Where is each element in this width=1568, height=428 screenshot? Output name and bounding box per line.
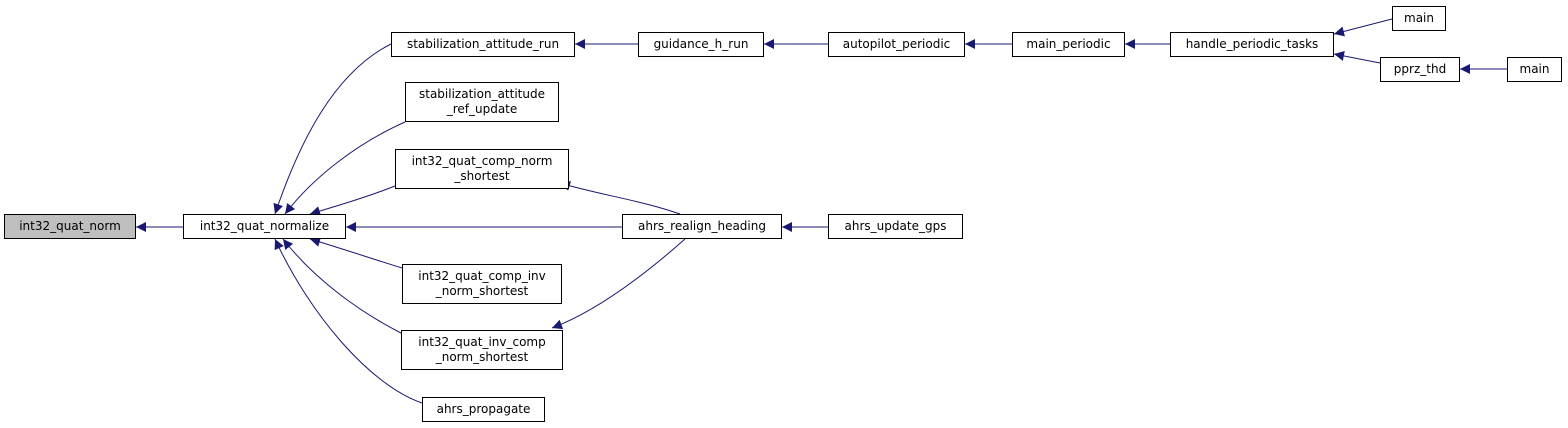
edge-realign-to-inv-comp	[551, 238, 686, 330]
node-autopilot-periodic[interactable]: autopilot_periodic	[828, 32, 965, 57]
edge-propagate-to-normalize	[274, 238, 423, 404]
node-handle-periodic-tasks[interactable]: handle_periodic_tasks	[1170, 32, 1334, 57]
edge-pprz-thd-to-handle-tasks	[1333, 51, 1381, 64]
node-stabilization-attitude-run[interactable]: stabilization_attitude_run	[391, 32, 575, 57]
node-main-top[interactable]: main	[1392, 6, 1446, 31]
node-int32-quat-inv-comp-norm-shortest[interactable]: int32_quat_inv_comp _norm_shortest	[401, 330, 563, 370]
node-ahrs-propagate[interactable]: ahrs_propagate	[422, 397, 545, 422]
node-int32-quat-comp-inv-norm-shortest[interactable]: int32_quat_comp_inv _norm_shortest	[402, 264, 562, 304]
node-int32-quat-comp-norm-shortest[interactable]: int32_quat_comp_norm _shortest	[395, 149, 569, 189]
node-main-bottom[interactable]: main	[1507, 57, 1562, 82]
node-main-periodic[interactable]: main_periodic	[1012, 32, 1125, 57]
edge-inv-comp-to-normalize	[282, 238, 402, 334]
edge-stab-run-to-normalize	[273, 43, 392, 215]
node-ahrs-realign-heading[interactable]: ahrs_realign_heading	[622, 214, 782, 239]
node-stabilization-attitude-ref-update[interactable]: stabilization_attitude _ref_update	[405, 82, 559, 122]
node-guidance-h-run[interactable]: guidance_h_run	[638, 32, 764, 57]
edge-comp-inv-to-normalize	[309, 237, 403, 269]
edge-comp-norm-to-normalize	[309, 185, 396, 216]
edge-realign-to-comp-norm	[559, 181, 681, 215]
edge-main-top-to-handle-tasks	[1333, 18, 1393, 37]
node-pprz-thd[interactable]: pprz_thd	[1380, 57, 1460, 82]
node-int32-quat-normalize[interactable]: int32_quat_normalize	[183, 214, 346, 239]
node-ahrs-update-gps[interactable]: ahrs_update_gps	[828, 214, 963, 239]
node-int32-quat-norm: int32_quat_norm	[4, 214, 136, 239]
edge-stab-ref-update-to-normalize	[284, 121, 406, 215]
